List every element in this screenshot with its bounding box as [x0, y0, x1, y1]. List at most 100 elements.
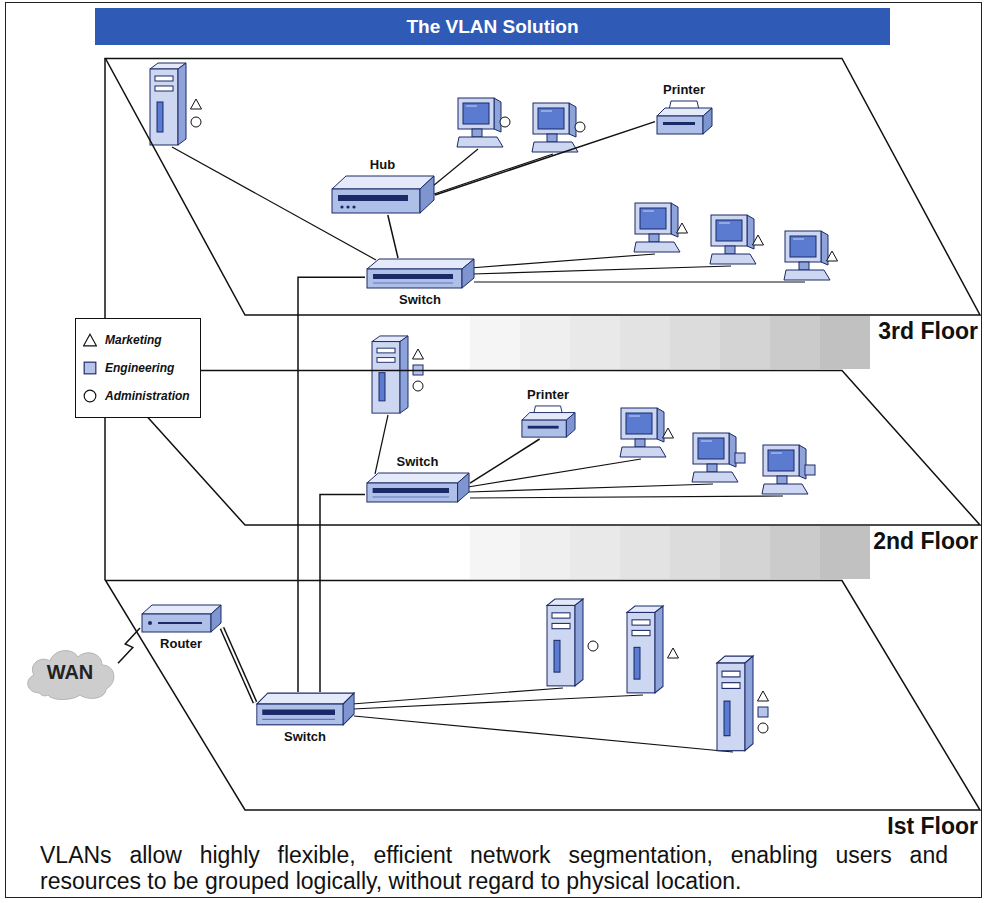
- device-picture: [332, 176, 434, 213]
- cable-connector: [435, 122, 655, 195]
- marketing-badge: [753, 235, 764, 245]
- workstation-icon: [457, 98, 503, 147]
- device-label: Switch: [284, 729, 326, 745]
- floor-label: Ist Floor: [105, 813, 978, 839]
- administration-badge: [413, 381, 423, 391]
- network-device: Printer: [520, 387, 576, 439]
- device-icon: [255, 692, 355, 727]
- administration-badge: [575, 122, 585, 132]
- engineering-badge: [735, 453, 745, 463]
- device-icon: [520, 405, 576, 439]
- device-label: Router: [160, 636, 202, 652]
- network-device: Router: [140, 604, 222, 652]
- legend-shape: [84, 334, 97, 346]
- workstation-icon: [692, 433, 738, 482]
- cable: [474, 281, 805, 282]
- device-label: Switch: [397, 454, 439, 470]
- floor-outline: [105, 580, 982, 812]
- marketing-badge: [191, 99, 202, 109]
- floor-outline: [105, 58, 982, 317]
- server-icon: [150, 63, 186, 145]
- outer-frame: [6, 3, 982, 898]
- cable-inner: [222, 628, 255, 703]
- floor-edge: [106, 581, 981, 811]
- network-device: Printer: [655, 82, 713, 136]
- floor-edge: [106, 371, 981, 526]
- device-label: Switch: [399, 292, 441, 308]
- device-icon: [365, 258, 475, 290]
- caption-text: VLANs allow highly flexible, efficient n…: [40, 842, 948, 894]
- device-label: Printer: [527, 387, 569, 403]
- server-icon: [547, 599, 583, 686]
- device-picture: [367, 473, 469, 502]
- engineering-badge: [758, 707, 768, 717]
- cable: [468, 459, 641, 487]
- workstation-icon: [762, 445, 808, 494]
- device-picture: [142, 605, 221, 632]
- server-icon: [627, 606, 663, 693]
- legend-text: Administration: [105, 389, 190, 403]
- cable-outer: [222, 628, 255, 703]
- cable: [470, 496, 783, 498]
- legend-box: MarketingEngineeringAdministration: [75, 318, 201, 418]
- cable: [470, 254, 655, 268]
- cable-connector: [470, 439, 540, 483]
- cable-connector: [298, 277, 365, 692]
- caption-holder: VLANs allow highly flexible, efficient n…: [40, 842, 948, 894]
- legend-symbol: [83, 333, 97, 347]
- marketing-badge: [758, 691, 769, 701]
- double-cable: [222, 628, 255, 703]
- legend-symbol: [83, 361, 97, 375]
- floor-plate: 3rd FloorPrinterHubSwitch: [105, 58, 982, 344]
- workstation-icon: [620, 408, 666, 457]
- network-device: Switch: [365, 454, 470, 504]
- marketing-badge: [827, 251, 838, 261]
- floor-label: 2nd Floor: [105, 528, 978, 554]
- network-device: Hub: [330, 157, 435, 215]
- wan-cloud: WAN: [22, 643, 118, 701]
- floor-edge: [106, 59, 981, 316]
- engineering-badge: [805, 465, 815, 475]
- marketing-badge: [677, 223, 688, 233]
- legend-row: Engineering: [83, 354, 190, 382]
- administration-badge: [758, 723, 768, 733]
- cloud-outline: [28, 651, 114, 700]
- title-text: The VLAN Solution: [406, 16, 578, 38]
- legend-symbol: [83, 389, 97, 403]
- workstation-icon: [710, 215, 756, 264]
- legend-shape: [84, 390, 96, 402]
- back-wall-band: [470, 526, 870, 579]
- floor-plate: 2nd Floor PrinterSwitch: [105, 370, 982, 554]
- cable-connector: [320, 494, 365, 692]
- cable: [433, 149, 478, 186]
- cable-connector: [388, 215, 398, 258]
- cable: [472, 266, 731, 274]
- device-picture: [367, 259, 474, 288]
- device-picture: [257, 693, 354, 725]
- server-icon: [372, 336, 408, 413]
- cloud-label: WAN: [47, 661, 94, 683]
- administration-badge: [588, 641, 598, 651]
- marketing-badge: [413, 349, 424, 359]
- device-icon: [330, 175, 435, 215]
- network-device: Switch: [255, 692, 355, 745]
- workstation-icon: [532, 103, 578, 152]
- title-bar: [95, 8, 890, 45]
- legend-text: Engineering: [105, 361, 174, 375]
- device-label: Hub: [370, 157, 395, 173]
- network-device: Switch: [365, 258, 475, 308]
- legend-text: Marketing: [105, 333, 162, 347]
- back-wall-band: [470, 316, 870, 369]
- cable: [354, 716, 733, 752]
- wan-link: [118, 628, 140, 663]
- device-label: Printer: [663, 82, 705, 98]
- title-holder: The VLAN Solution: [95, 8, 890, 45]
- cable: [352, 688, 563, 704]
- marketing-badge: [663, 428, 674, 438]
- cable: [353, 695, 643, 709]
- device-icon: [655, 100, 713, 136]
- legend-row: Marketing: [83, 326, 190, 354]
- cable: [434, 154, 553, 194]
- floor-plate: Ist Floor RouterSwitch: [105, 580, 982, 839]
- server-icon: [717, 656, 753, 751]
